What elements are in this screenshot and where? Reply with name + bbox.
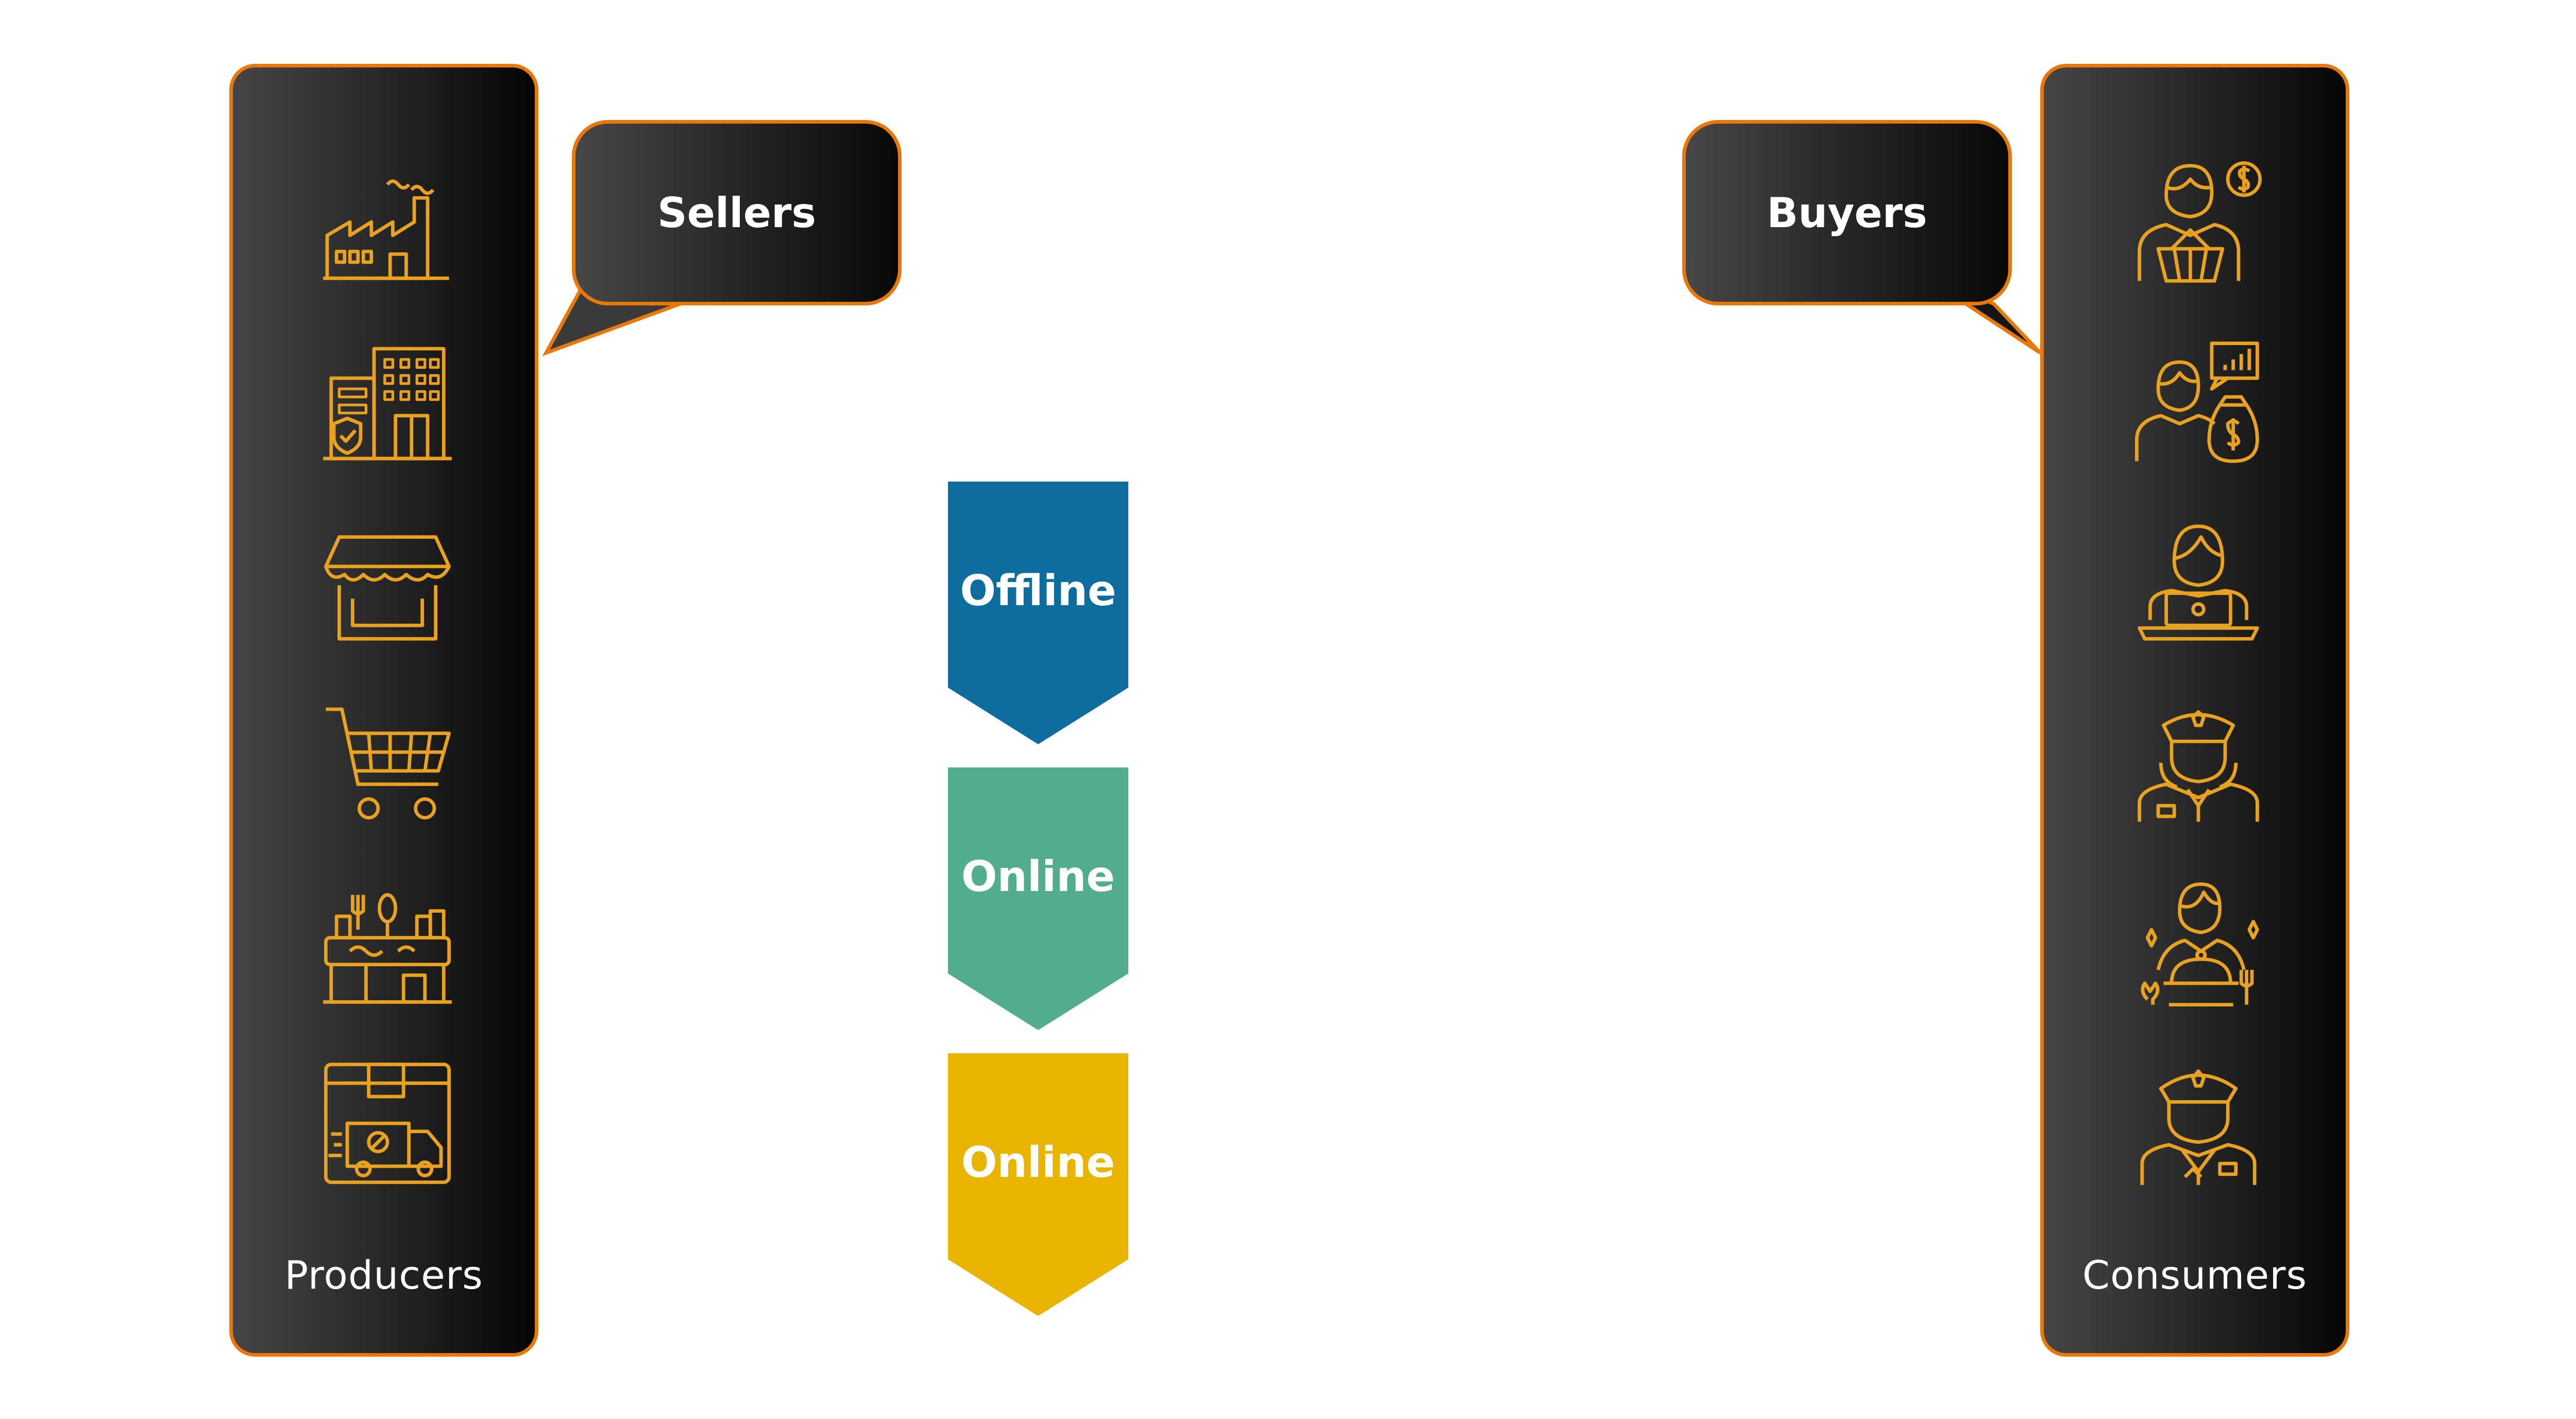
sellers-bubble: Sellers [572, 120, 902, 305]
offline-channel-arrow: Offline [948, 482, 1128, 744]
producers-panel: Producers [229, 64, 538, 1357]
investor-icon [2131, 335, 2265, 469]
channel-label: Online [961, 1138, 1115, 1187]
buyers-bubble: Buyers [1682, 120, 2012, 305]
consumers-label: Consumers [2082, 1252, 2308, 1298]
waiter-icon [2131, 876, 2265, 1010]
police-officer-icon [2131, 696, 2265, 830]
channel-label: Offline [960, 567, 1116, 616]
sellers-label: Sellers [657, 189, 817, 237]
pilot-icon [2131, 1056, 2265, 1190]
restaurant-icon [320, 876, 454, 1010]
buyers-label: Buyers [1767, 189, 1927, 237]
producers-label: Producers [284, 1252, 483, 1298]
buyer-with-basket-icon [2131, 155, 2265, 289]
consumers-panel: Consumers [2040, 64, 2349, 1357]
delivery-truck-icon [320, 1056, 454, 1190]
factory-icon [320, 155, 454, 289]
office-building-icon [320, 335, 454, 469]
shopping-cart-icon [320, 696, 454, 830]
laptop-user-icon [2131, 516, 2265, 649]
storefront-icon [320, 516, 454, 649]
online-channel-arrow: Online [948, 767, 1128, 1030]
online-channel-arrow-2: Online [948, 1053, 1128, 1316]
channel-label: Online [961, 852, 1115, 901]
